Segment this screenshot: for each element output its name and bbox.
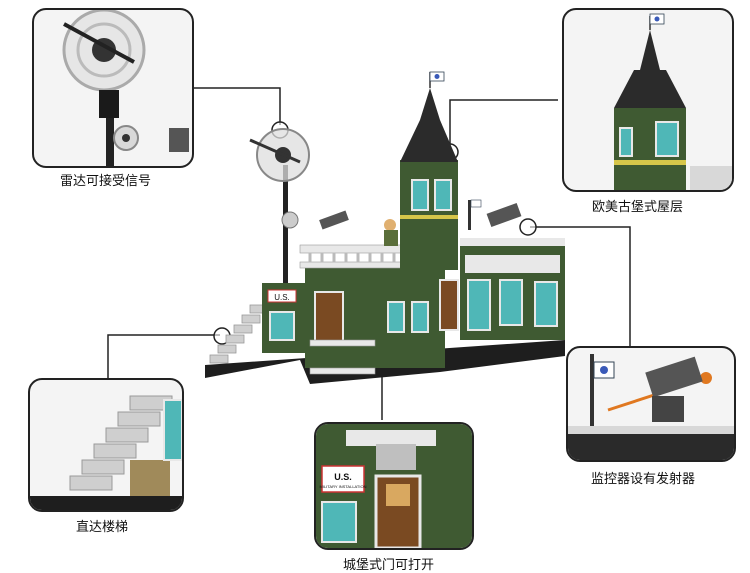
connector-launcher [530, 226, 631, 350]
callout-castle-roof[interactable] [562, 8, 734, 192]
radar-closeup [62, 10, 189, 166]
caption-door: 城堡式门可打开 [343, 558, 435, 573]
connector-radar [190, 87, 281, 125]
caption-radar: 雷达可接受信号 [60, 174, 152, 189]
door-us-sign-text: U.S. [334, 472, 352, 482]
tower-roof [400, 120, 458, 162]
caption-castle-roof: 欧美古堡式屋层 [592, 200, 684, 215]
model-stairs [209, 304, 269, 364]
callout-launcher[interactable] [566, 346, 736, 462]
door-us-sign-sub: MILITARY INSTALLATION [320, 484, 367, 489]
stairs-closeup [30, 395, 182, 510]
connector-lines [107, 87, 631, 420]
callout-door[interactable]: U.S. MILITARY INSTALLATION [314, 422, 474, 550]
castle-roof-closeup [614, 13, 732, 190]
callout-radar[interactable] [32, 8, 194, 168]
balcony-gun [319, 210, 349, 230]
caption-launcher: 监控器设有发射器 [591, 472, 696, 487]
caption-stairs: 直达楼梯 [76, 520, 129, 535]
connector-roof [449, 99, 558, 148]
rooftop-launcher [486, 202, 522, 228]
minifigure-body [384, 230, 398, 246]
hotspot-launcher[interactable] [519, 218, 537, 236]
callout-stairs[interactable] [28, 378, 184, 512]
us-sign-text: U.S. [274, 293, 290, 302]
launcher-closeup [568, 354, 734, 460]
us-sign [267, 289, 297, 303]
minifigure-head [384, 219, 396, 231]
castle-door [314, 291, 344, 343]
connector-stairs [107, 334, 220, 378]
door-closeup: U.S. MILITARY INSTALLATION [316, 424, 472, 548]
